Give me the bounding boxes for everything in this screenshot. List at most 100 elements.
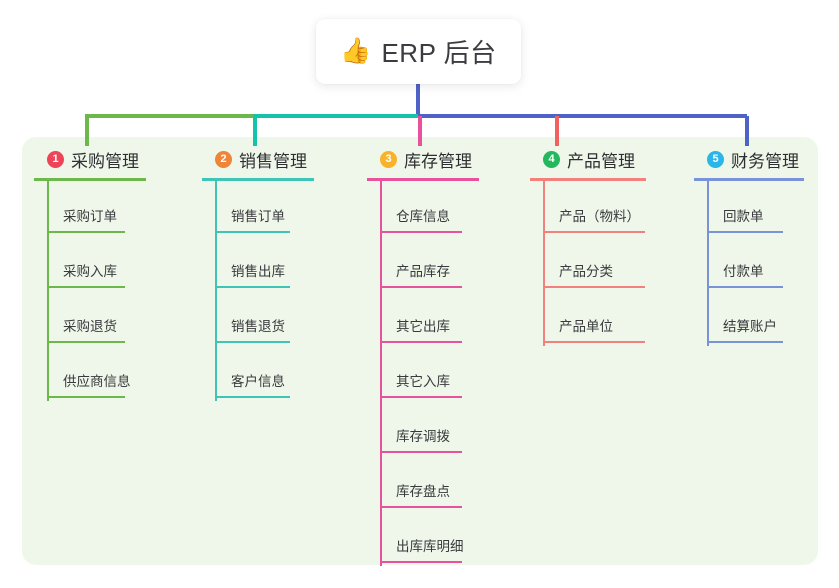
column-title-product: 产品管理 — [567, 151, 635, 171]
list-item-label: 库存盘点 — [396, 484, 450, 499]
column-items-inventory: 仓库信息产品库存其它出库其它入库库存调拨库存盘点出库库明细 — [367, 181, 519, 566]
bar-segment-green — [85, 114, 253, 118]
column-title-sales: 销售管理 — [239, 151, 307, 171]
column-spine-sales — [215, 181, 217, 401]
list-item[interactable]: 出库库明细 — [367, 511, 519, 566]
list-item[interactable]: 采购退货 — [34, 291, 186, 346]
drop-inventory — [418, 116, 422, 146]
list-item-label: 出库库明细 — [396, 539, 464, 554]
drop-finance — [745, 116, 749, 146]
column-title-purchase: 采购管理 — [71, 151, 139, 171]
connector-trunk-vertical — [416, 84, 420, 116]
column-spine-inventory — [380, 181, 382, 566]
list-item-rule — [215, 396, 290, 398]
column-header-sales[interactable]: 2 销售管理 — [202, 146, 354, 172]
root-node-title: ERP 后台 — [381, 38, 497, 68]
column-header-rule-sales — [202, 178, 314, 181]
column-items-purchase: 采购订单采购入库采购退货供应商信息 — [34, 181, 186, 401]
list-item-rule — [380, 341, 462, 343]
column-purchase: 1 采购管理采购订单采购入库采购退货供应商信息 — [34, 146, 186, 401]
list-item-rule — [47, 231, 125, 233]
list-item-label: 其它出库 — [396, 319, 450, 334]
column-spine-finance — [707, 181, 709, 346]
bar-segment-teal — [253, 114, 418, 118]
list-item-rule — [47, 341, 125, 343]
column-header-rule-finance — [694, 178, 804, 181]
column-header-inventory[interactable]: 3 库存管理 — [367, 146, 519, 172]
list-item[interactable]: 库存调拨 — [367, 401, 519, 456]
drop-product — [555, 116, 559, 146]
drop-purchase — [85, 116, 89, 146]
list-item-label: 销售退货 — [231, 319, 285, 334]
list-item-rule — [543, 341, 645, 343]
list-item-label: 销售出库 — [231, 264, 285, 279]
list-item-label: 供应商信息 — [63, 374, 131, 389]
list-item[interactable]: 产品库存 — [367, 236, 519, 291]
list-item-label: 其它入库 — [396, 374, 450, 389]
column-sales: 2 销售管理销售订单销售出库销售退货客户信息 — [202, 146, 354, 401]
list-item[interactable]: 采购订单 — [34, 181, 186, 236]
list-item-label: 产品单位 — [559, 319, 613, 334]
list-item[interactable]: 产品单位 — [530, 291, 690, 346]
thumbs-up-icon: 👍 — [340, 37, 372, 65]
list-item-rule — [215, 286, 290, 288]
list-item[interactable]: 产品（物料） — [530, 181, 690, 236]
list-item[interactable]: 供应商信息 — [34, 346, 186, 401]
list-item-rule — [543, 231, 645, 233]
column-badge-sales: 2 — [215, 150, 232, 168]
column-header-purchase[interactable]: 1 采购管理 — [34, 146, 186, 172]
list-item-rule — [707, 231, 783, 233]
list-item-label: 产品库存 — [396, 264, 450, 279]
root-node-erp-backend[interactable]: 👍 ERP 后台 — [316, 19, 521, 84]
list-item[interactable]: 采购入库 — [34, 236, 186, 291]
list-item-rule — [707, 286, 783, 288]
diagram-panel — [22, 137, 818, 565]
list-item-rule — [380, 396, 462, 398]
column-items-product: 产品（物料） 产品分类产品单位 — [530, 181, 690, 346]
list-item-label: 销售订单 — [231, 209, 285, 224]
list-item[interactable]: 销售出库 — [202, 236, 354, 291]
list-item[interactable]: 产品分类 — [530, 236, 690, 291]
list-item-label: 结算账户 — [723, 319, 777, 334]
list-item-rule — [380, 286, 462, 288]
list-item[interactable]: 其它入库 — [367, 346, 519, 401]
list-item[interactable]: 销售退货 — [202, 291, 354, 346]
list-item-label: 回款单 — [723, 209, 764, 224]
list-item-label: 付款单 — [723, 264, 764, 279]
column-header-rule-product — [530, 178, 646, 181]
list-item[interactable]: 其它出库 — [367, 291, 519, 346]
column-inventory: 3 库存管理仓库信息产品库存其它出库其它入库库存调拨库存盘点出库库明细 — [367, 146, 519, 566]
column-title-inventory: 库存管理 — [404, 151, 472, 171]
column-items-finance: 回款单付款单结算账户 — [694, 181, 839, 346]
drop-sales — [253, 116, 257, 146]
list-item[interactable]: 销售订单 — [202, 181, 354, 236]
column-badge-inventory: 3 — [380, 150, 397, 168]
list-item[interactable]: 回款单 — [694, 181, 839, 236]
column-header-rule-purchase — [34, 178, 146, 181]
list-item-rule — [707, 341, 783, 343]
list-item-label: 客户信息 — [231, 374, 285, 389]
list-item-rule — [380, 561, 462, 563]
list-item-label: 库存调拨 — [396, 429, 450, 444]
list-item[interactable]: 库存盘点 — [367, 456, 519, 511]
list-item-label: 产品分类 — [559, 264, 613, 279]
list-item-rule — [215, 231, 290, 233]
list-item-label: 仓库信息 — [396, 209, 450, 224]
column-items-sales: 销售订单销售出库销售退货客户信息 — [202, 181, 354, 401]
list-item-rule — [543, 286, 645, 288]
list-item[interactable]: 付款单 — [694, 236, 839, 291]
list-item[interactable]: 结算账户 — [694, 291, 839, 346]
column-header-rule-inventory — [367, 178, 479, 181]
list-item-rule — [47, 396, 125, 398]
list-item[interactable]: 仓库信息 — [367, 181, 519, 236]
column-badge-purchase: 1 — [47, 150, 64, 168]
list-item-rule — [380, 451, 462, 453]
list-item-rule — [380, 506, 462, 508]
column-spine-purchase — [47, 181, 49, 401]
column-spine-product — [543, 181, 545, 346]
list-item[interactable]: 客户信息 — [202, 346, 354, 401]
